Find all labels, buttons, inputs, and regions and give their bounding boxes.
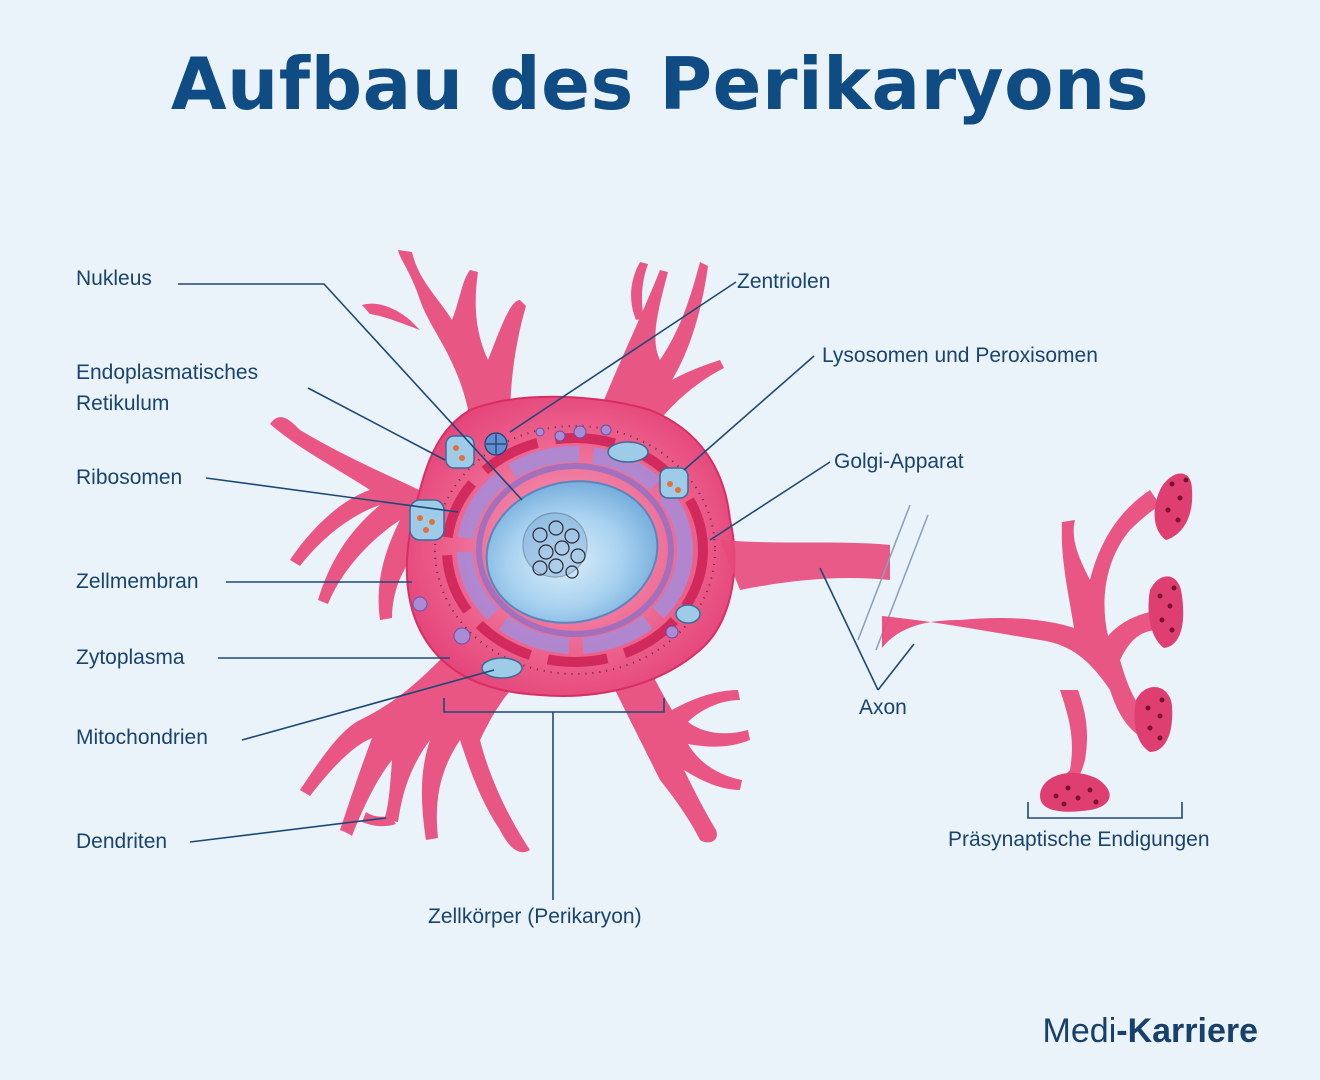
centrioles bbox=[484, 432, 508, 456]
vesicles bbox=[1053, 477, 1189, 807]
leader-lines bbox=[178, 281, 1183, 900]
lysosomes bbox=[409, 435, 689, 541]
label-ribosomen: Ribosomen bbox=[76, 466, 183, 489]
label-er-line1: Endoplasmatisches bbox=[76, 361, 259, 384]
mitochondria bbox=[481, 441, 701, 679]
er-outer bbox=[442, 433, 708, 667]
label-golgi: Golgi-Apparat bbox=[834, 450, 964, 473]
label-praesynaptisch: Präsynaptische Endigungen bbox=[948, 828, 1210, 851]
vacuoles bbox=[412, 424, 679, 645]
label-mitochondrien: Mitochondrien bbox=[76, 726, 208, 749]
brand-part1: Medi bbox=[1042, 1012, 1117, 1050]
label-zentriolen: Zentriolen bbox=[737, 270, 831, 293]
brand-logo: Medi-Karriere bbox=[1043, 1012, 1258, 1051]
dendrites bbox=[270, 250, 750, 853]
nucleolus bbox=[522, 512, 588, 579]
label-zellmembran: Zellmembran bbox=[76, 570, 199, 593]
er-ring bbox=[457, 446, 693, 654]
axon-break bbox=[857, 504, 911, 641]
presynaptic-terminals bbox=[1040, 473, 1193, 812]
page-title: Aufbau des Perikaryons bbox=[170, 42, 1150, 126]
brand-part2: Karriere bbox=[1127, 1012, 1258, 1050]
label-nukleus: Nukleus bbox=[76, 267, 152, 290]
label-er-line2: Retikulum bbox=[76, 392, 170, 415]
label-zellkoerper: Zellkörper (Perikaryon) bbox=[428, 905, 642, 928]
label-dendriten: Dendriten bbox=[76, 830, 168, 853]
label-lysosomen: Lysosomen und Peroxisomen bbox=[822, 344, 1098, 367]
brand-dot: - bbox=[1116, 1012, 1128, 1050]
label-zytoplasma: Zytoplasma bbox=[76, 646, 185, 669]
axon-proximal bbox=[720, 540, 890, 590]
label-axon: Axon bbox=[859, 696, 907, 719]
axon-distal bbox=[882, 490, 1162, 804]
